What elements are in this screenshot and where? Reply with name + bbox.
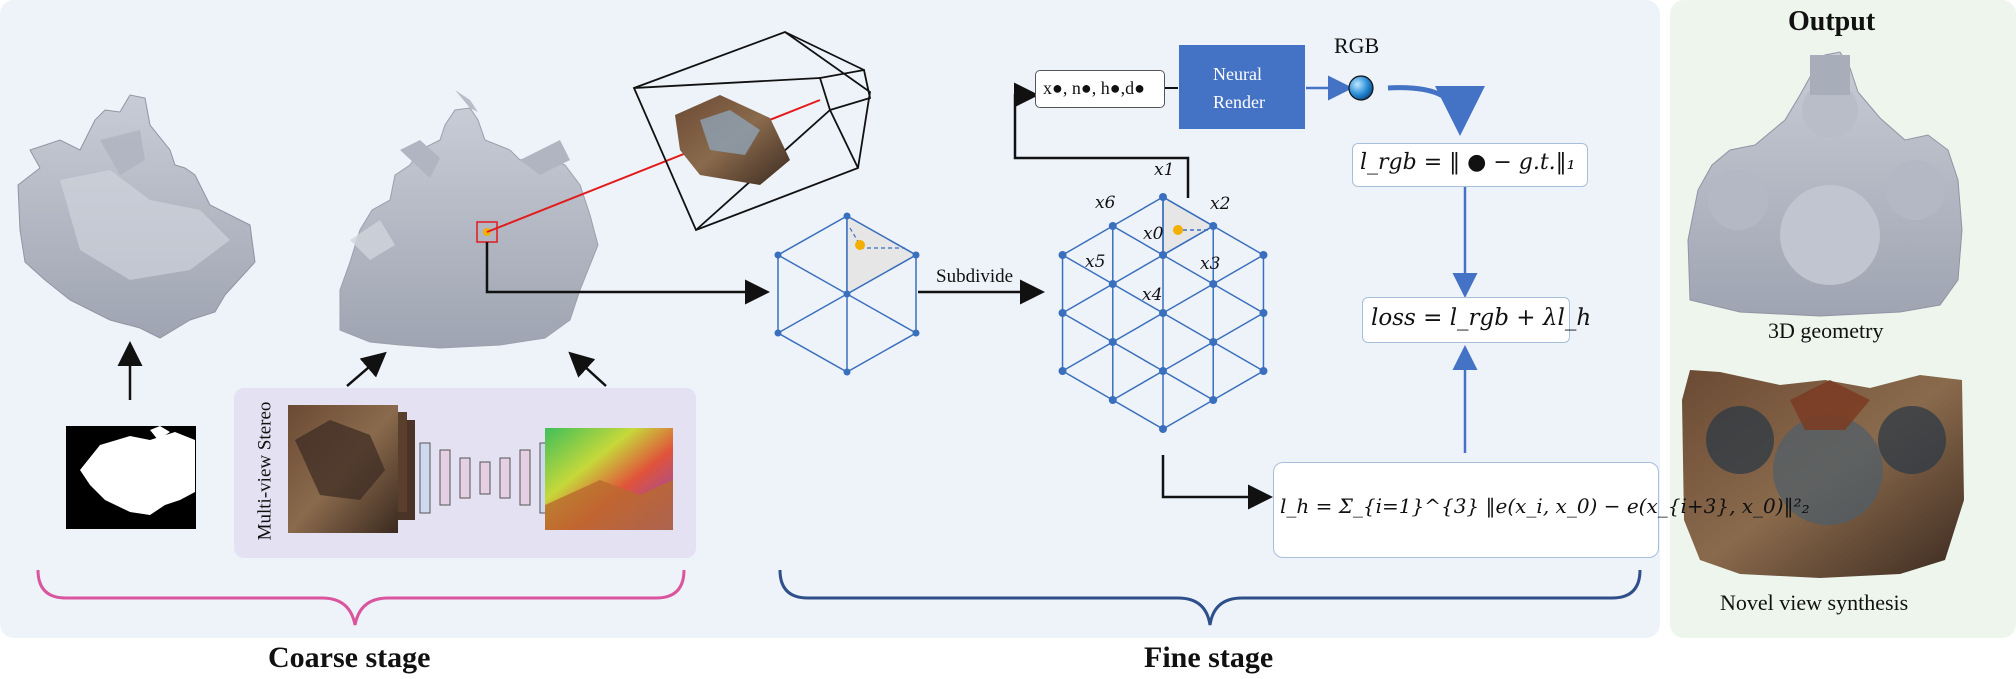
- mvs-label: Multi-view Stereo: [254, 401, 276, 541]
- output-geometry-image: [1687, 51, 1963, 317]
- mesh-vertex: [1259, 251, 1268, 259]
- mesh-vertex: [1058, 251, 1067, 259]
- output-novel-view-image: [1682, 370, 1964, 578]
- vertex-label-x2: x2: [1210, 194, 1231, 214]
- loss-h-box: [1273, 462, 1659, 558]
- mesh-vertex: [1259, 309, 1268, 317]
- rgb-ball-icon: [1348, 75, 1374, 101]
- mesh-vertex: [1108, 222, 1117, 230]
- feature-input-label: x●, n●, h●,d●: [1043, 78, 1145, 98]
- mesh-vertex: [1108, 396, 1117, 404]
- neural-render-label-line1: Neural: [1213, 64, 1262, 84]
- output-title: Output: [1788, 6, 1876, 37]
- loss-rgb-formula: l_rgb = ‖ ● − g.t.‖₁: [1360, 150, 1576, 175]
- loss-rgb-box: [1352, 143, 1588, 187]
- mesh-vertex: [1159, 193, 1167, 201]
- geometry-caption: 3D geometry: [1768, 318, 1884, 343]
- loss-total-box: [1362, 297, 1570, 343]
- mesh-vertex: [1108, 338, 1117, 346]
- mesh-vertex: [1108, 280, 1117, 288]
- vertex-label-x4: x4: [1142, 285, 1163, 305]
- mesh-vertex: [1058, 309, 1067, 317]
- rgb-label: RGB: [1334, 33, 1380, 58]
- sample-point: [1173, 225, 1183, 235]
- mesh-vertex: [1259, 367, 1268, 375]
- mesh-vertex: [1159, 251, 1167, 259]
- novel-view-caption: Novel view synthesis: [1720, 590, 1909, 615]
- feature-input-box: [1035, 70, 1165, 108]
- mesh-vertex: [1159, 309, 1167, 317]
- mesh-vertex: [1209, 338, 1218, 346]
- fine-stage-brace: [778, 569, 1642, 626]
- vertex-label-x5: x5: [1085, 252, 1106, 272]
- vertex-label-x3: x3: [1200, 254, 1221, 274]
- mesh-vertex: [1058, 367, 1067, 375]
- coarse-stage-brace: [36, 569, 686, 626]
- mesh-vertex: [1209, 222, 1218, 230]
- neural-render-label-line2: Render: [1213, 92, 1265, 112]
- mesh-vertex: [1159, 425, 1167, 433]
- loss-total-formula: loss = l_rgb + λl_h: [1371, 305, 1592, 331]
- fine-stage-label: Fine stage: [1144, 641, 1274, 674]
- network-layers-icon: [419, 442, 551, 514]
- vertex-label-x0: x0: [1143, 224, 1164, 244]
- mesh-vertex: [1209, 396, 1218, 404]
- subdivide-label: Subdivide: [936, 266, 1014, 287]
- mesh-vertex: [1159, 367, 1167, 375]
- coarse-stage-label: Coarse stage: [268, 641, 431, 674]
- loss-h-formula: l_h = Σ_{i=1}^{3} ‖e(x_i, x_0) − e(x_{i+…: [1280, 494, 1810, 518]
- vertex-label-x1: x1: [1154, 160, 1175, 180]
- subdivided-mesh: [1058, 193, 1268, 433]
- vertex-label-x6: x6: [1095, 193, 1116, 213]
- mesh-vertex: [1209, 280, 1218, 288]
- neural-render-block: [1179, 45, 1305, 129]
